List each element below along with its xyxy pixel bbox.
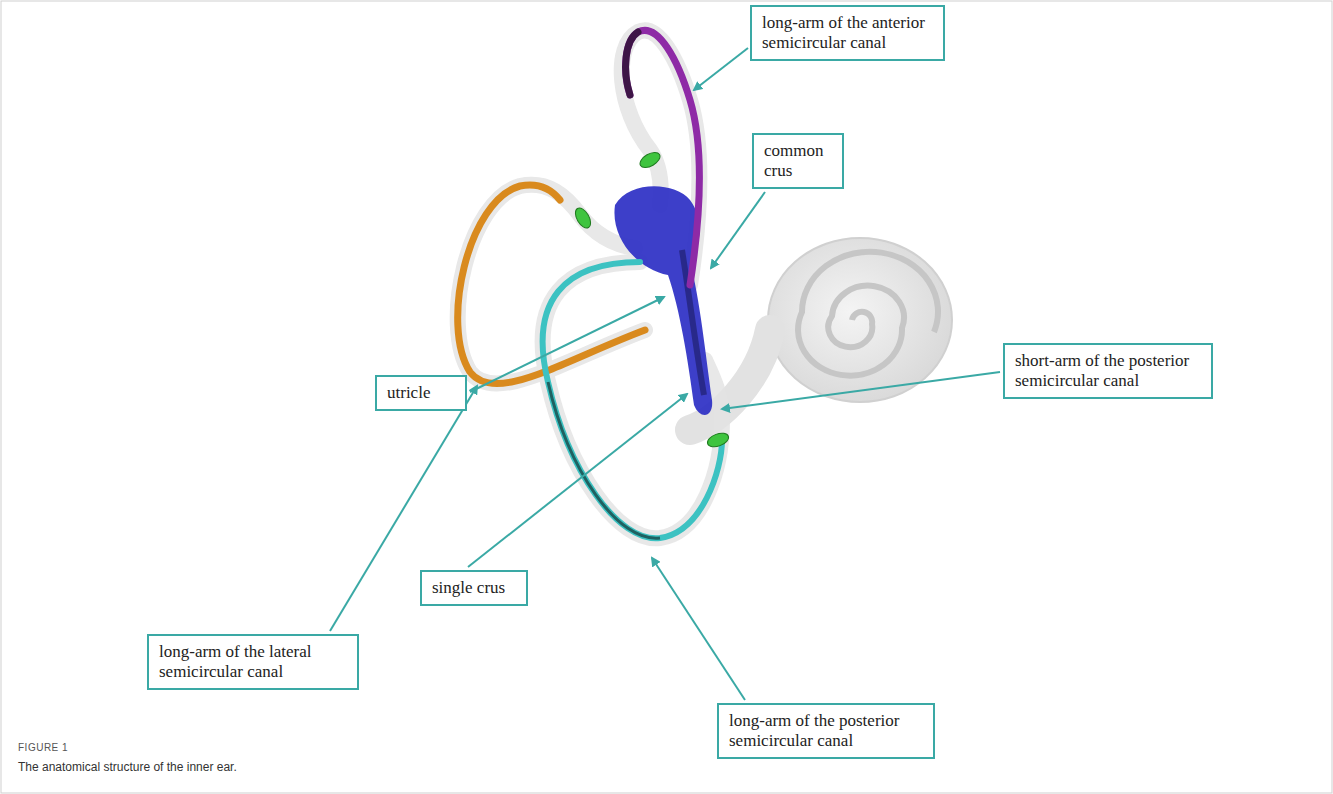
callout-box: common crus bbox=[752, 133, 844, 189]
ampullae bbox=[572, 149, 730, 449]
figure-number: FIGURE 1 bbox=[18, 742, 68, 753]
callout-text: single crus bbox=[432, 578, 516, 598]
callout-box: long-arm of the posterior semicircular c… bbox=[717, 703, 935, 759]
bony-labyrinth bbox=[458, 30, 722, 538]
callout-text: utricle bbox=[387, 383, 455, 403]
figure-caption: The anatomical structure of the inner ea… bbox=[18, 760, 237, 774]
callout-text: long-arm of the anterior semicircular ca… bbox=[762, 13, 933, 53]
callout-box: long-arm of the anterior semicircular ca… bbox=[750, 5, 945, 61]
callout-text: long-arm of the lateral semicircular can… bbox=[159, 642, 347, 682]
callout-box: short-arm of the posterior semicircular … bbox=[1003, 343, 1213, 399]
callout-box: long-arm of the lateral semicircular can… bbox=[147, 634, 359, 690]
callout-box: single crus bbox=[420, 570, 528, 606]
anterior-duct-shade bbox=[626, 32, 638, 95]
callout-text: long-arm of the posterior semicircular c… bbox=[729, 711, 923, 751]
lateral-duct bbox=[458, 185, 645, 384]
anterior-duct bbox=[626, 30, 700, 285]
cochlea bbox=[690, 238, 952, 430]
callout-text: common crus bbox=[764, 141, 832, 181]
leader-lines bbox=[330, 48, 1000, 700]
callout-box: utricle bbox=[375, 375, 467, 411]
posterior-duct bbox=[543, 262, 722, 538]
callout-text: short-arm of the posterior semicircular … bbox=[1015, 351, 1201, 391]
